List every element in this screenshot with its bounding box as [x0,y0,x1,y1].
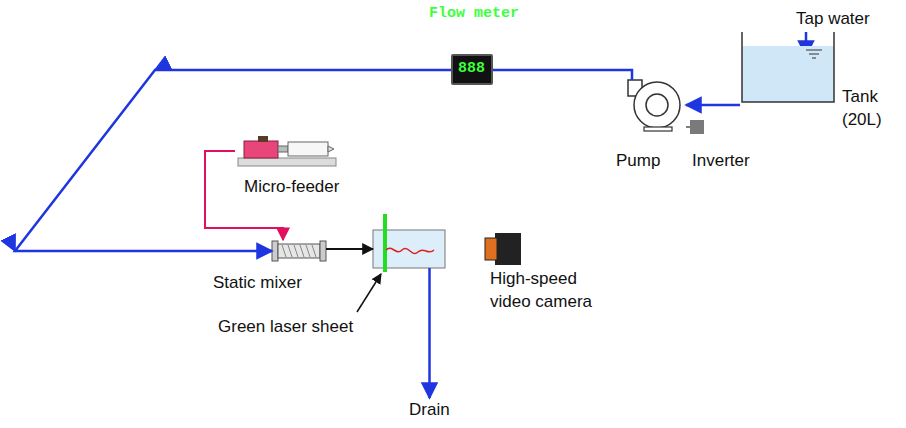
inflow-label: Tap water [796,8,870,31]
mixer-element [306,245,310,257]
mixer-flange [272,241,278,261]
mixer-element [300,245,304,257]
mixer-elements [282,245,316,257]
tank-water [742,46,834,102]
inverter: Inverter [690,120,704,134]
static-mixer: Static mixer [272,240,326,262]
mixer-element [282,245,286,257]
part-label: Pump [616,150,660,173]
flow-pipe [493,70,632,80]
mixer-element [288,245,292,257]
display-text: 888 [458,61,485,78]
mixer-element [294,245,298,257]
mixer-body [278,244,320,258]
syringe-body [288,142,328,156]
part-label: Tank (20L) [842,86,898,132]
part-label: Flow meter [429,6,519,23]
part-label: Inverter [692,150,750,173]
flow-pipe [686,104,740,107]
pump-casing [634,82,680,128]
tank-wall [742,32,834,102]
pump-impeller [646,94,668,116]
camera-body [495,233,521,265]
water-surface-mark [806,50,822,58]
part-label: Green laser sheet [218,316,353,339]
filament-trace [386,248,434,253]
feeder-knob [258,136,268,142]
micro-feeder: Micro-feeder [235,135,337,168]
leader-line [357,274,381,312]
flow-pipe [326,248,373,250]
feeder-base [238,158,336,166]
feeder-drive [244,141,278,158]
cable [686,126,690,128]
pump: Pump [628,80,686,130]
high-speed-camera: High-speed video camera [485,232,521,266]
flow-pipe [15,70,451,251]
camera-lens [485,238,497,260]
part-label: High-speed video camera [490,268,608,314]
drain: Drain [408,398,451,423]
pump-base [644,127,672,131]
display-text: Drain [409,399,450,422]
test-section: Green laser sheet [373,230,445,268]
flow-meter: Flow meter888 [451,54,493,85]
syringe-tip [328,146,334,152]
part-label: Static mixer [213,272,302,295]
part-label: Micro-feeder [244,176,339,199]
syringe-plunger [278,146,288,152]
inverter-box [690,120,704,134]
tank: Tank (20L) [740,30,836,110]
laser-sheet [383,214,387,272]
mixer-flange [320,241,326,261]
flow-pipe [428,268,431,398]
mixer-element [312,245,316,257]
